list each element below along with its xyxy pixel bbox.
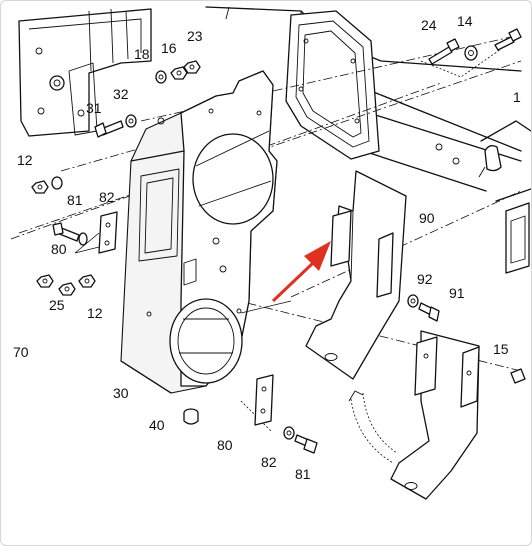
bolt-15 — [510, 368, 526, 384]
nut-16 — [170, 66, 188, 80]
bolt-81b — [294, 434, 318, 454]
callout-31: 31 — [86, 100, 102, 116]
callout-23: 23 — [187, 28, 203, 44]
gasket-plate — [285, 10, 380, 160]
callout-81b: 81 — [295, 466, 311, 482]
washer-32 — [125, 114, 137, 128]
washer-82a — [78, 232, 88, 246]
bolt-91 — [418, 302, 440, 322]
callout-30: 30 — [113, 385, 129, 401]
cover-plate-80-left — [98, 211, 118, 254]
nut-12b — [58, 274, 96, 296]
callout-91: 91 — [449, 285, 465, 301]
bolt-81a — [52, 222, 80, 242]
red-indicator-arrow — [271, 241, 331, 303]
guard-shield-lower — [390, 330, 480, 500]
nut-23 — [183, 60, 201, 74]
callout-90: 90 — [419, 210, 435, 226]
plug-40 — [183, 408, 199, 425]
upper-left-housing — [18, 8, 152, 137]
gearbox-housing-30 — [120, 70, 278, 394]
bolt-top-right — [494, 28, 522, 51]
washer-14 — [464, 45, 478, 61]
callout-1: 1 — [513, 89, 521, 105]
right-side-bracket — [478, 120, 531, 274]
guard-shield-90 — [305, 170, 407, 380]
washer-18 — [49, 75, 65, 91]
callout-15: 15 — [493, 341, 509, 357]
callout-18: 18 — [134, 46, 150, 62]
callout-70: 70 — [13, 344, 29, 360]
callout-14: 14 — [457, 13, 473, 29]
callout-labels: 24 14 1 18 16 23 31 32 12 81 82 80 25 12 70 90 92 91 15 30 4… — [13, 13, 521, 482]
washer-18b — [155, 70, 167, 84]
nut-12a — [31, 176, 63, 194]
nut-25 — [36, 274, 54, 288]
callout-12a: 12 — [17, 152, 33, 168]
callout-81a: 81 — [67, 192, 83, 208]
callout-82a: 82 — [99, 189, 115, 205]
callout-40: 40 — [149, 417, 165, 433]
callout-12b: 12 — [87, 305, 103, 321]
callout-24: 24 — [421, 17, 437, 33]
callout-16: 16 — [161, 40, 177, 56]
leader-lines — [74, 232, 292, 314]
cover-plate-80-bottom — [254, 374, 274, 426]
washer-92 — [407, 294, 419, 308]
callout-80a: 80 — [51, 241, 67, 257]
callout-25: 25 — [49, 297, 65, 313]
rotation-arrow — [348, 390, 398, 464]
callout-80b: 80 — [217, 437, 233, 453]
callout-92: 92 — [417, 271, 433, 287]
callout-82b: 82 — [261, 454, 277, 470]
callout-32: 32 — [113, 86, 129, 102]
bolt-31 — [94, 120, 124, 138]
bolt-24 — [428, 38, 460, 65]
washer-82b — [283, 426, 295, 440]
